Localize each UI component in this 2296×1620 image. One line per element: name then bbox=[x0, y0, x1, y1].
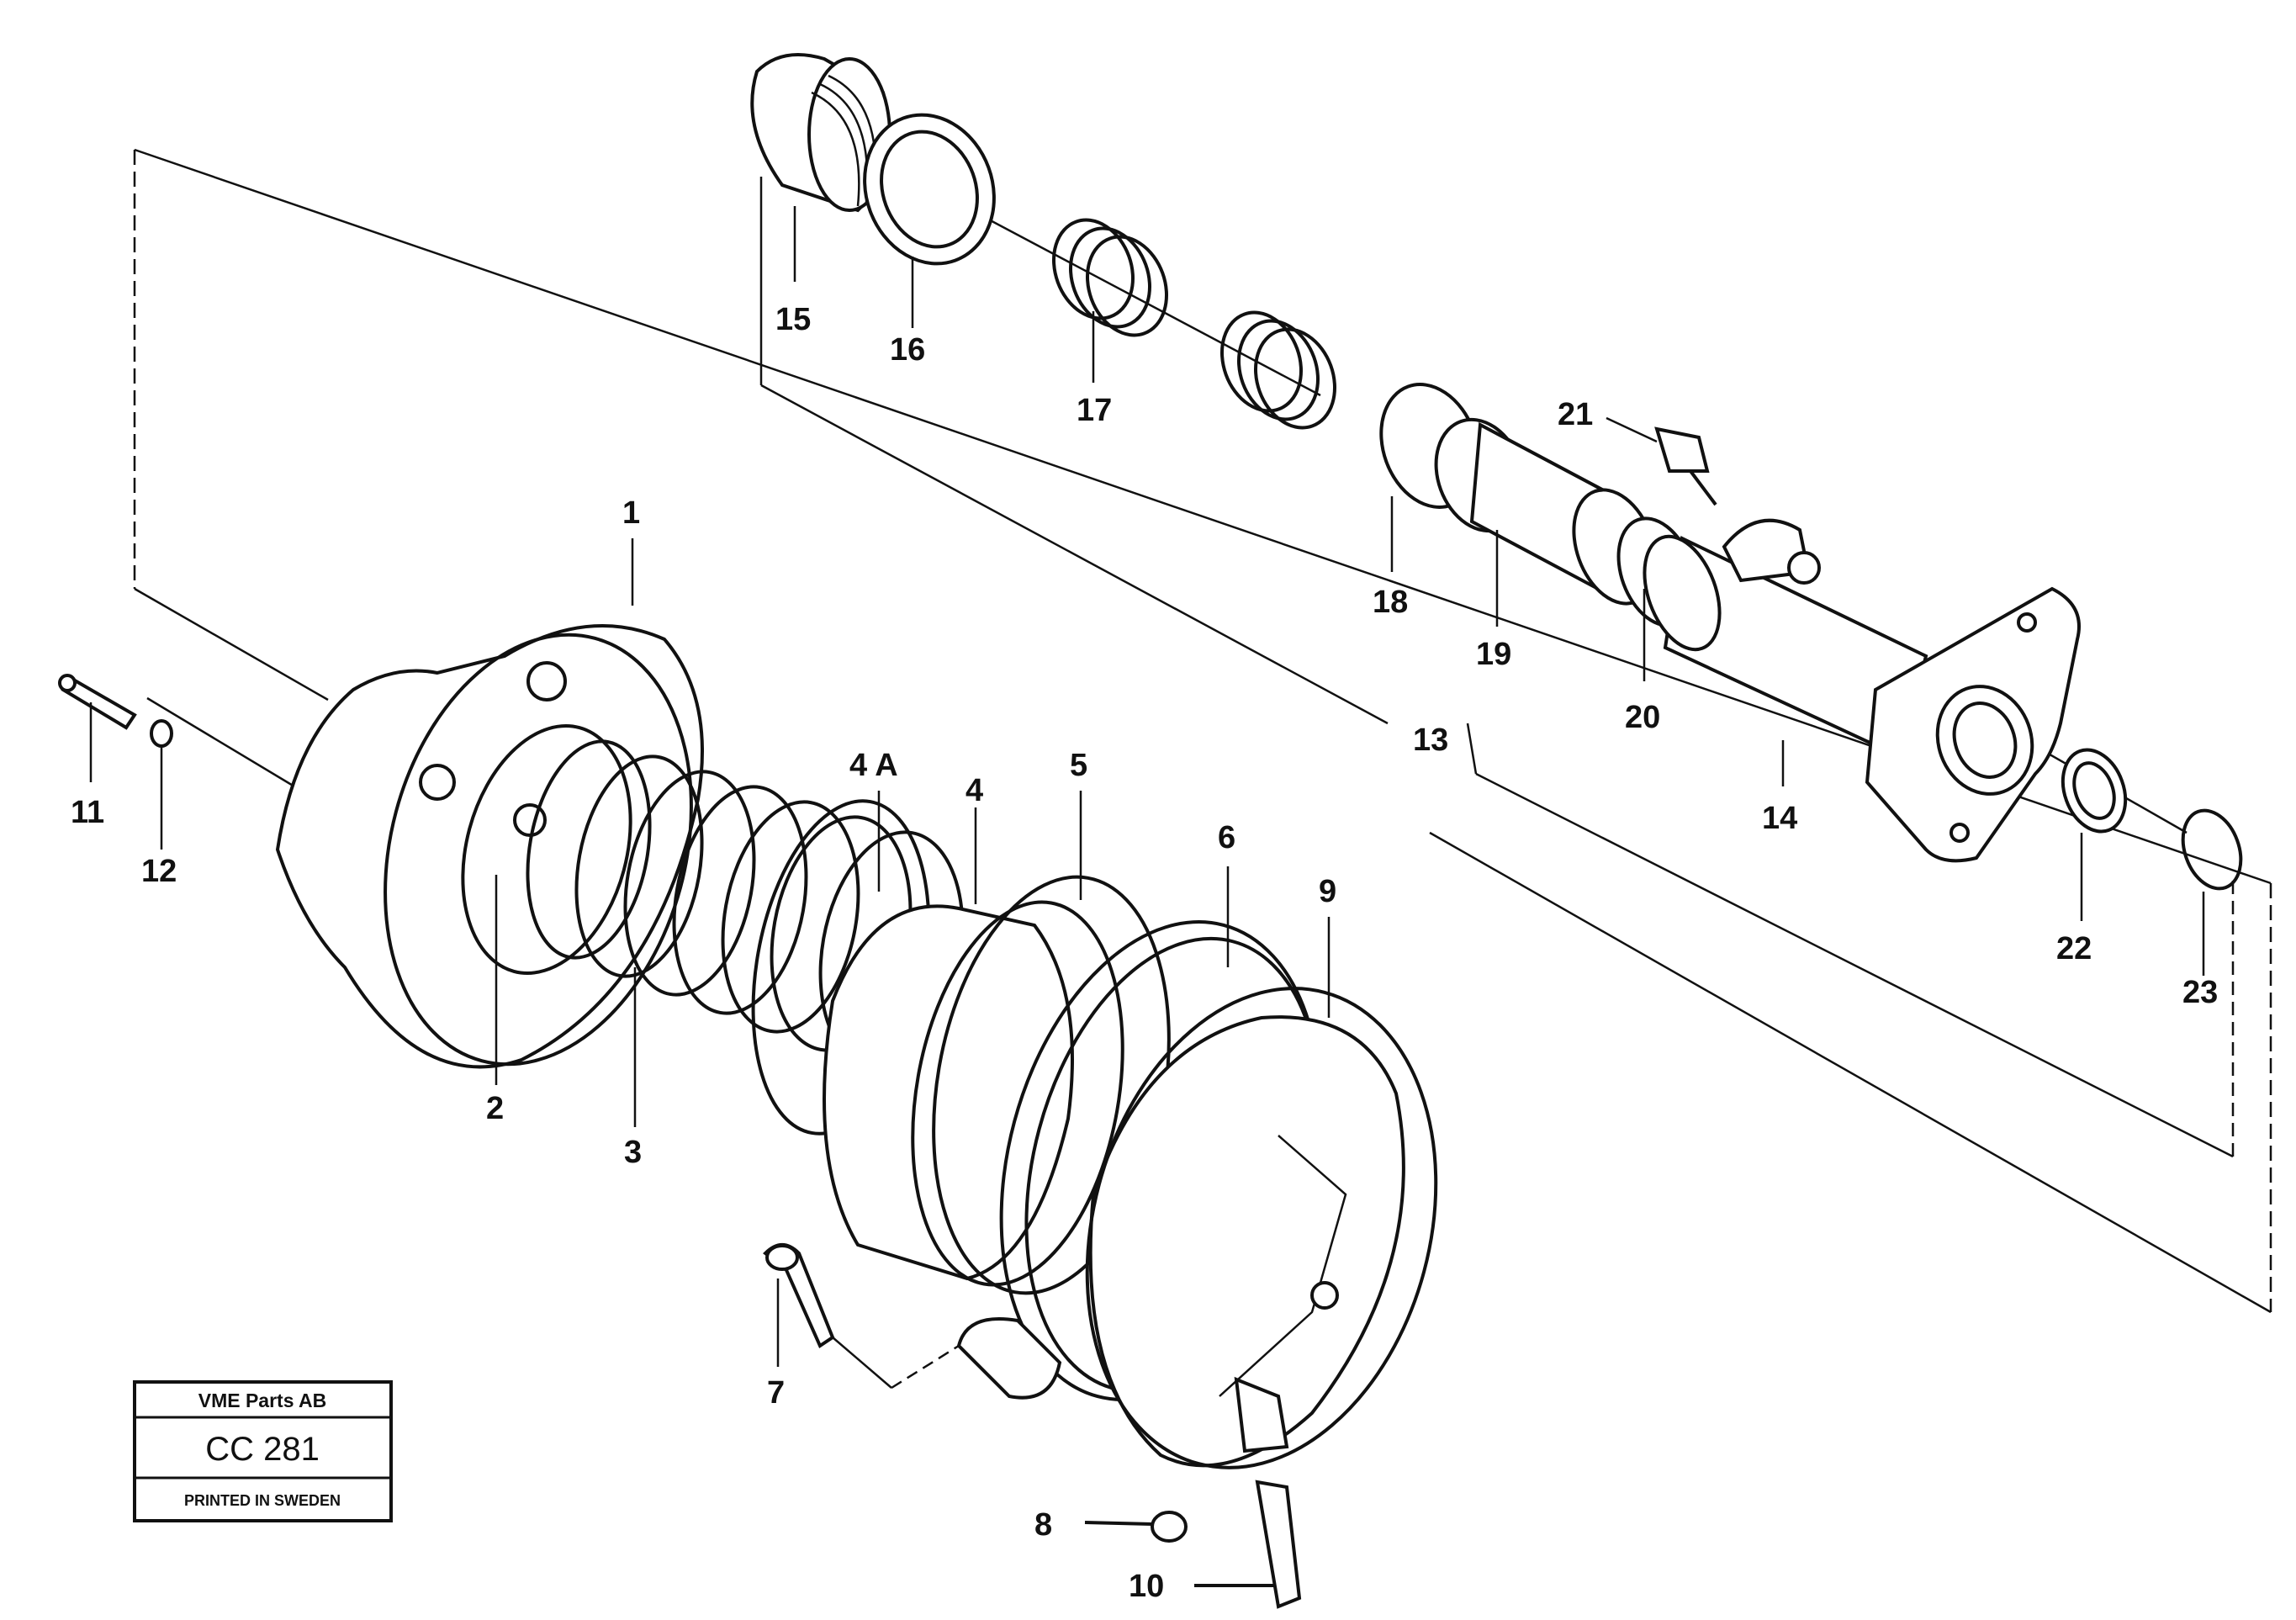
callout-11: 11 bbox=[71, 795, 104, 830]
title-block-code: CC 281 bbox=[205, 1431, 320, 1468]
callout-4a: 4 A bbox=[849, 748, 898, 783]
springs-part-17 bbox=[1051, 218, 1337, 430]
callout-1: 1 bbox=[622, 495, 640, 531]
callout-2: 2 bbox=[486, 1091, 504, 1126]
callout-23: 23 bbox=[2182, 975, 2218, 1010]
callout-12: 12 bbox=[141, 854, 177, 889]
callout-4: 4 bbox=[965, 773, 983, 808]
callout-7: 7 bbox=[767, 1375, 785, 1411]
circlip-part-23 bbox=[2181, 808, 2243, 891]
seal-part-22 bbox=[2061, 748, 2128, 834]
callout-16: 16 bbox=[890, 332, 925, 368]
title-block-footer: PRINTED IN SWEDEN bbox=[184, 1492, 341, 1509]
callout-6: 6 bbox=[1218, 820, 1235, 855]
pin-part-11 bbox=[58, 674, 137, 730]
callout-13: 13 bbox=[1413, 723, 1448, 758]
fitting-part-21 bbox=[1654, 426, 1717, 506]
callout-10: 10 bbox=[1129, 1569, 1164, 1604]
callout-14: 14 bbox=[1762, 801, 1797, 836]
callout-numbers: 1 2 3 4 A 4 5 6 7 8 9 10 11 12 13 14 15 … bbox=[71, 302, 2218, 1604]
bolt-part-7 bbox=[763, 1243, 835, 1348]
cover-part-9 bbox=[1085, 987, 1438, 1469]
callout-20: 20 bbox=[1625, 700, 1660, 735]
callout-21: 21 bbox=[1558, 397, 1593, 432]
callout-22: 22 bbox=[2056, 931, 2092, 966]
callout-17: 17 bbox=[1077, 393, 1112, 428]
ring-part-16 bbox=[863, 113, 996, 266]
assembly-bracket-lines bbox=[133, 148, 2272, 1390]
diaphragm-parts-4-5 bbox=[751, 799, 1171, 1295]
callout-3: 3 bbox=[624, 1135, 642, 1170]
spring-part-3 bbox=[526, 739, 965, 1071]
title-block: VME Parts AB CC 281 PRINTED IN SWEDEN bbox=[133, 1380, 393, 1522]
tube-part-10 bbox=[1194, 1480, 1302, 1609]
callout-19: 19 bbox=[1476, 637, 1511, 672]
ring-part-12 bbox=[150, 719, 173, 748]
nut-part-8 bbox=[1084, 1511, 1188, 1543]
callout-8: 8 bbox=[1034, 1507, 1052, 1543]
callout-18: 18 bbox=[1373, 585, 1408, 620]
callout-5: 5 bbox=[1070, 748, 1087, 783]
callout-leaders bbox=[89, 206, 2205, 1367]
cylinder-body-part-14 bbox=[1643, 518, 2081, 863]
housing-part-1 bbox=[275, 624, 704, 1069]
title-block-company: VME Parts AB bbox=[198, 1390, 327, 1411]
callout-9: 9 bbox=[1319, 874, 1336, 909]
callout-15: 15 bbox=[775, 302, 811, 337]
